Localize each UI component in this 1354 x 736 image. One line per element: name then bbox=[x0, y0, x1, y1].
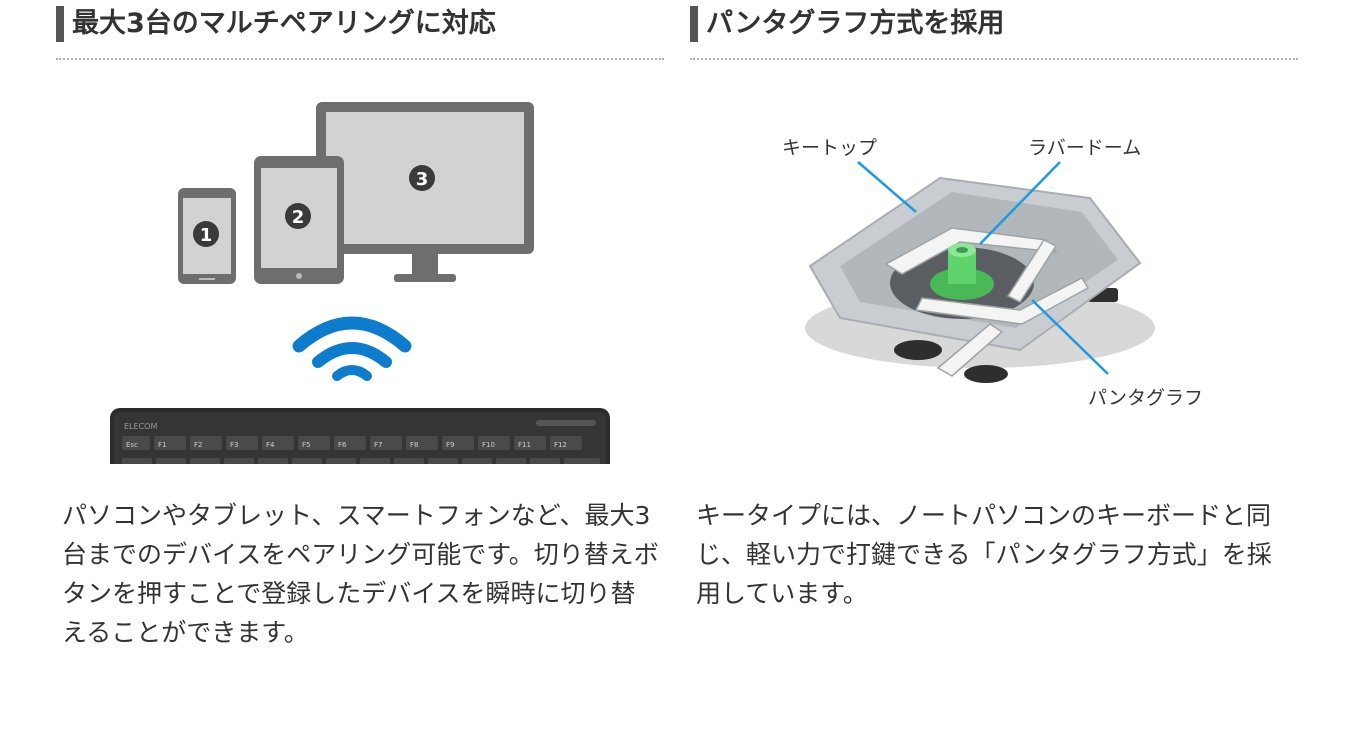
function-key: F11 bbox=[514, 436, 546, 450]
function-key-label: F9 bbox=[446, 441, 454, 449]
function-key-label: F4 bbox=[266, 441, 275, 449]
section-heading-multipairing: 最大3台のマルチペアリングに対応 bbox=[56, 6, 496, 42]
keyboard-brand-label: ELECOM bbox=[124, 422, 157, 431]
multipairing-illustration: 1 2 3 ELECOM Esc F1 F2 F3 F4 F5 bbox=[56, 88, 664, 464]
label-keytop: キートップ bbox=[782, 137, 877, 159]
device-badge-1: 1 bbox=[193, 221, 219, 247]
function-key-label: F8 bbox=[410, 441, 418, 449]
pantograph-svg: キートップ ラバードーム パンタグラフ bbox=[782, 137, 1203, 409]
function-key-row: Esc F1 F2 F3 F4 F5 F6 F7 F8 F9 F10 F11 F12 bbox=[122, 436, 582, 450]
device-number-3: 3 bbox=[416, 169, 429, 190]
key-row-2 bbox=[122, 458, 600, 464]
label-pantograph: パンタグラフ bbox=[1088, 387, 1203, 409]
keyboard-image: ELECOM Esc F1 F2 F3 F4 F5 F6 F7 F8 F9 F10 F11 F12 bbox=[110, 408, 610, 464]
rubber-dome bbox=[930, 243, 994, 300]
multipairing-description: パソコンやタブレット、スマートフォンなど、最大3台までのデバイスをペアリング可能… bbox=[62, 501, 659, 647]
wifi-icon bbox=[292, 316, 412, 381]
section-heading-pantograph: パンタグラフ方式を採用 bbox=[690, 6, 1004, 42]
function-key-label: F10 bbox=[482, 441, 495, 449]
function-key: F6 bbox=[334, 436, 366, 450]
pantograph-frame bbox=[884, 227, 1090, 377]
function-key: F3 bbox=[226, 436, 258, 450]
device-number-2: 2 bbox=[292, 207, 305, 228]
pantograph-description: キータイプには、ノートパソコンのキーボードと同じ、軽い力で打鍵できる「パンタグラ… bbox=[696, 501, 1272, 608]
function-key: F2 bbox=[190, 436, 222, 450]
function-key: F10 bbox=[478, 436, 510, 450]
pantograph-illustration: キートップ ラバードーム パンタグラフ bbox=[690, 88, 1298, 464]
function-key: F7 bbox=[370, 436, 402, 450]
multipairing-svg: 1 2 3 ELECOM Esc F1 F2 F3 F4 F5 bbox=[110, 102, 610, 464]
device-badge-3: 3 bbox=[409, 165, 435, 191]
device-number-1: 1 bbox=[200, 225, 213, 246]
function-key: F4 bbox=[262, 436, 294, 450]
function-key-label: F3 bbox=[230, 441, 238, 449]
device-badge-2: 2 bbox=[285, 203, 311, 229]
leader-lines bbox=[857, 161, 1109, 375]
function-key: F5 bbox=[298, 436, 330, 450]
monitor-icon bbox=[316, 102, 534, 282]
function-key-label: F5 bbox=[302, 441, 310, 449]
heading-divider bbox=[56, 58, 664, 60]
function-key: Esc bbox=[122, 436, 150, 450]
function-key-label: F11 bbox=[518, 441, 531, 449]
label-rubber-dome: ラバードーム bbox=[1028, 137, 1141, 159]
function-key: F12 bbox=[550, 436, 582, 450]
function-key: F9 bbox=[442, 436, 474, 450]
function-key-label: F2 bbox=[194, 441, 202, 449]
heading-divider bbox=[690, 58, 1298, 60]
function-key-label: F12 bbox=[554, 441, 567, 449]
function-key-label: Esc bbox=[126, 441, 138, 449]
function-key: F1 bbox=[154, 436, 186, 450]
function-key-label: F7 bbox=[374, 441, 382, 449]
function-key-label: F1 bbox=[158, 441, 166, 449]
function-key: F8 bbox=[406, 436, 438, 450]
function-key-label: F6 bbox=[338, 441, 347, 449]
